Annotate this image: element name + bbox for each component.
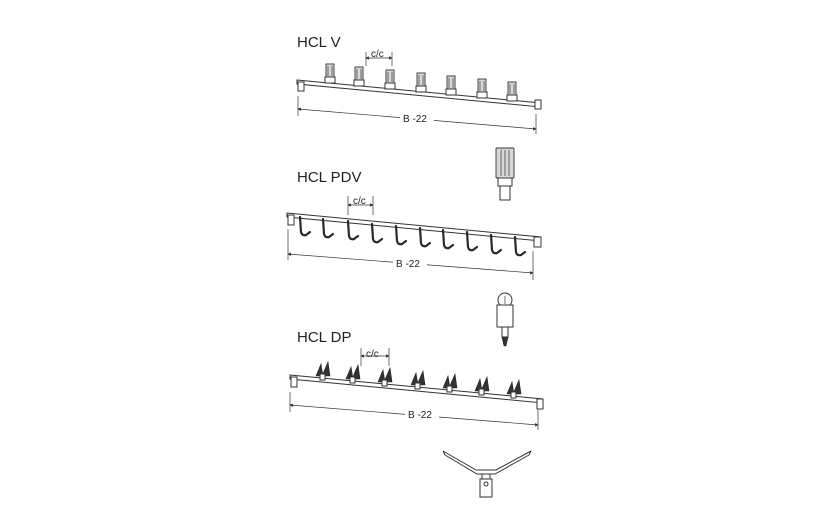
cc-dimension: c/c	[360, 348, 390, 366]
v-clip-detail	[442, 450, 532, 498]
clamp-detail	[495, 147, 515, 201]
rail	[286, 212, 542, 248]
section-hcl-dp: HCL DP c/c B -22	[289, 329, 544, 498]
hook-detail	[496, 292, 514, 347]
section-hcl-pdv: HCL PDV c/c	[286, 169, 542, 347]
section-title: HCL V	[297, 34, 341, 51]
width-dimension: B -22	[289, 392, 539, 430]
section-title: HCL PDV	[297, 169, 361, 186]
width-dimension: B -22	[287, 229, 534, 280]
cc-label: c/c	[371, 49, 384, 60]
section-title: HCL DP	[297, 329, 351, 346]
cc-dimension: c/c	[365, 49, 393, 66]
width-label: B -22	[408, 410, 432, 421]
hooks	[298, 215, 527, 257]
cc-label: c/c	[366, 349, 379, 360]
section-hcl-v: HCL V c/c	[296, 34, 542, 201]
width-label: B -22	[396, 259, 420, 270]
v-clips	[315, 360, 522, 399]
cc-label: c/c	[353, 196, 366, 207]
rail	[296, 79, 542, 110]
clamps	[324, 63, 518, 102]
width-label: B -22	[403, 114, 427, 125]
cc-dimension: c/c	[347, 196, 374, 215]
width-dimension: B -22	[297, 96, 537, 134]
